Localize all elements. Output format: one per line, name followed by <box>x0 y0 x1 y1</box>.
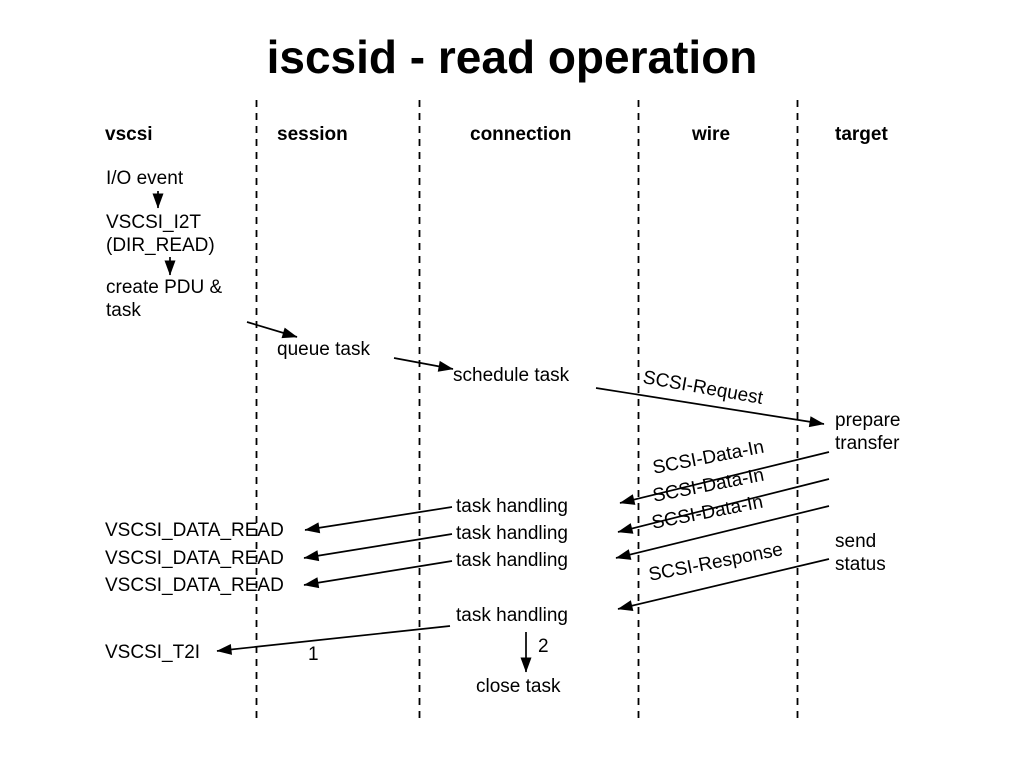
label-vscsi-data-read-1: VSCSI_DATA_READ <box>105 520 284 541</box>
label-step-1: 1 <box>308 644 319 665</box>
label-task-handling-3: task handling <box>456 550 568 571</box>
label-close-task: close task <box>476 676 561 697</box>
label-send-status-line2: status <box>835 554 886 575</box>
slide-title: iscsid - read operation <box>266 31 758 83</box>
label-task-handling-4: task handling <box>456 605 568 626</box>
label-prepare-transfer-line2: transfer <box>835 433 900 454</box>
label-task-handling-2: task handling <box>456 523 568 544</box>
label-create-pdu-line1: create PDU & <box>106 277 223 298</box>
label-io-event: I/O event <box>106 168 184 189</box>
arrow-taskhandling4-to-t2i <box>216 625 451 655</box>
arrow-scsi-data-in-2 <box>617 478 830 534</box>
label-queue-task: queue task <box>277 339 370 360</box>
label-create-pdu-line2: task <box>106 300 141 321</box>
arrow-scsi-data-in-3 <box>615 505 830 560</box>
arrow-taskhandling1-to-dataread1 <box>304 506 453 534</box>
arrow-queuetask-to-scheduletask <box>393 357 454 372</box>
column-header-vscsi: vscsi <box>105 124 153 145</box>
arrow-createpdu-to-queuetask <box>246 321 298 339</box>
column-header-session: session <box>277 124 348 145</box>
label-send-status-line1: send <box>835 531 877 552</box>
column-header-target: target <box>835 124 888 145</box>
label-vscsi-data-read-2: VSCSI_DATA_READ <box>105 548 284 569</box>
arrow-scsi-response <box>617 558 830 612</box>
column-header-connection: connection <box>470 124 572 145</box>
label-step-2: 2 <box>538 636 549 657</box>
label-vscsi-data-read-3: VSCSI_DATA_READ <box>105 575 284 596</box>
arrow-scsi-data-in-1 <box>619 451 830 505</box>
arrow-taskhandling3-to-dataread3 <box>303 560 453 589</box>
label-vscsi-t2i: VSCSI_T2I <box>105 642 201 663</box>
label-vscsi-i2t: VSCSI_I2T <box>106 212 202 233</box>
arrow-scsi-request <box>595 387 825 428</box>
label-task-handling-1: task handling <box>456 496 568 517</box>
arrow-taskhandling2-to-dataread2 <box>303 533 453 562</box>
column-header-wire: wire <box>692 124 731 145</box>
label-prepare-transfer-line1: prepare <box>835 410 901 431</box>
label-schedule-task: schedule task <box>453 365 570 386</box>
label-dir-read: (DIR_READ) <box>106 235 215 256</box>
